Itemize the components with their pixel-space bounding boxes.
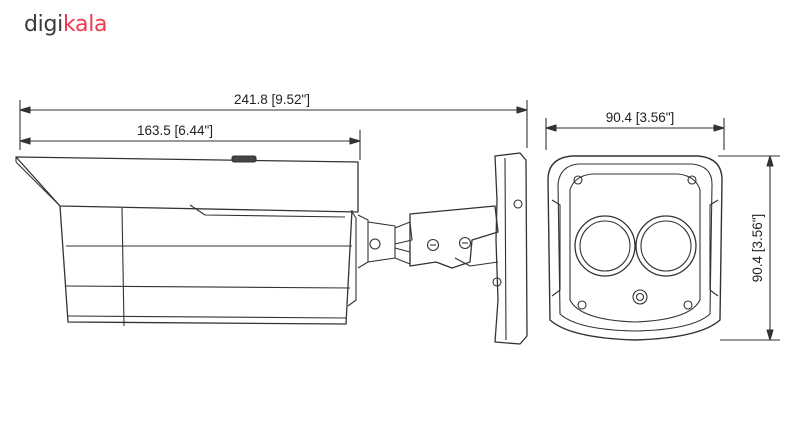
body-length-label: 163.5 [6.44"]: [137, 123, 213, 138]
camera-front-view: [547, 155, 723, 341]
logo-text-kala: kala: [62, 12, 108, 37]
front-height-label: 90.4 [3.56"]: [750, 214, 765, 283]
front-width-label: 90.4 [3.56"]: [606, 110, 675, 125]
body-length-dimension: [19, 130, 361, 160]
digikala-logo: digikala: [24, 12, 108, 37]
camera-side-view: [15, 155, 359, 327]
front-width-dimension: [545, 118, 725, 150]
total-length-label: 241.8 [9.52"]: [234, 92, 310, 107]
wall-mount-plate: [492, 152, 528, 345]
total-length-dimension: [19, 100, 528, 150]
mount-arm: [357, 205, 499, 269]
logo-text-digi: digi: [24, 12, 63, 37]
front-height-dimension: [718, 155, 780, 341]
